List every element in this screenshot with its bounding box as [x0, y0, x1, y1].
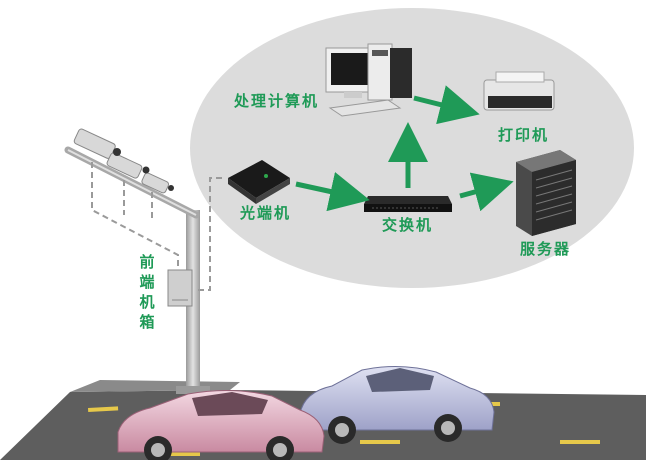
label-printer: 打印机	[498, 126, 550, 144]
server-icon	[516, 150, 576, 236]
printer-icon	[483, 71, 555, 111]
car-icon	[299, 365, 495, 444]
optical-terminal-icon	[228, 160, 290, 204]
label-server: 服务器	[520, 240, 572, 258]
computer-icon	[325, 43, 412, 117]
switch-icon	[364, 196, 452, 212]
label-frontend-box: 前端机箱	[139, 253, 155, 331]
label-processing-computer: 处理计算机	[234, 92, 320, 110]
flow-arrows	[295, 85, 514, 212]
label-switch: 交换机	[382, 216, 434, 234]
arrow-switch-to-server	[459, 172, 514, 212]
label-optical-terminal: 光端机	[240, 204, 292, 222]
camera-cables	[91, 162, 222, 291]
camera-pole	[64, 146, 210, 394]
camera-icon	[73, 128, 174, 194]
arrow-optical-to-switch	[295, 172, 370, 212]
arrow-computer-to-printer	[413, 85, 480, 125]
frontend-box	[167, 269, 193, 307]
car-icon	[117, 389, 325, 460]
